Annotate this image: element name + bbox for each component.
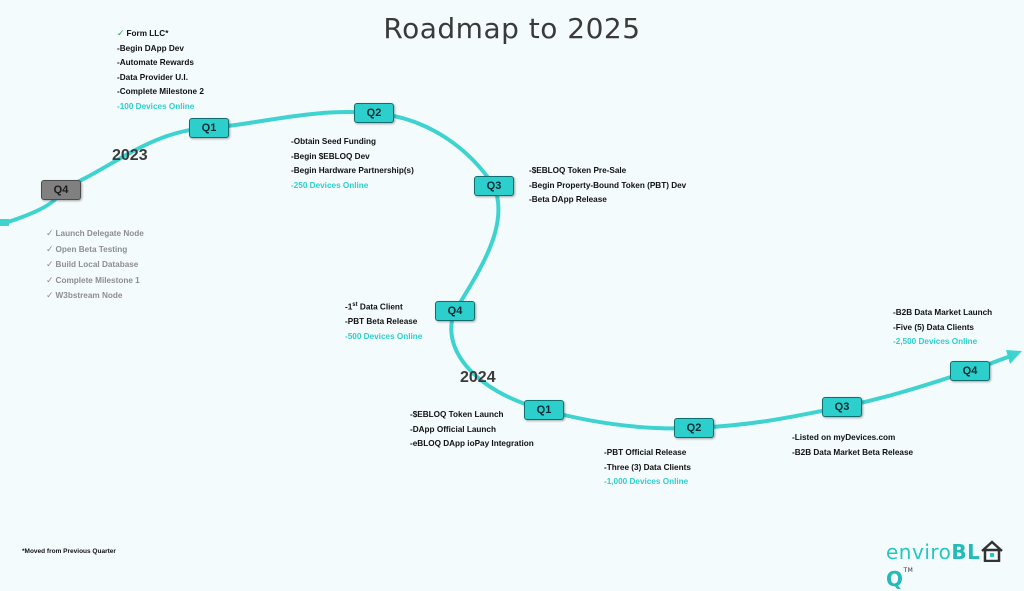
milestone-item: -eBLOQ DApp ioPay Integration [410,439,534,448]
path-start-marker [0,219,9,226]
house-icon [980,540,1004,567]
milestones-q1-2023: ✓Form LLC* -Begin DApp Dev -Automate Rew… [117,26,204,114]
milestone-item: -Begin DApp Dev [117,43,184,53]
milestone-item: -Three (3) Data Clients [604,462,691,472]
milestone-item: -DApp Official Launch [410,424,496,434]
milestone-item: -Begin Hardware Partnership(s) [291,166,414,175]
node-q2-2023: Q2 [354,103,394,123]
node-q4-2024: Q4 [950,361,990,381]
node-q3-2023: Q3 [474,176,514,196]
milestone-item: ✓Form LLC* [117,28,169,38]
node-q1-2024: Q1 [524,400,564,420]
node-q2-2024: Q2 [674,418,714,438]
milestones-q1-2024: -$EBLOQ Token Launch -DApp Official Laun… [410,408,534,452]
milestones-q3-2023: -$EBLOQ Token Pre-Sale -Begin Property-B… [529,164,686,208]
milestones-q2-2024: -PBT Official Release -Three (3) Data Cl… [604,446,691,490]
roadmap-curve [0,110,1010,431]
check-icon: ✓ [117,28,125,38]
milestones-q4-2024: -B2B Data Market Launch -Five (5) Data C… [893,306,992,350]
page-title: Roadmap to 2025 [383,12,641,45]
milestone-item: ✓Open Beta Testing [46,243,128,254]
milestone-item: -Begin Property-Bound Token (PBT) Dev [529,180,687,190]
milestone-item: -$EBLOQ Token Launch [410,410,504,419]
milestone-item: -PBT Beta Release [345,317,418,327]
milestone-item: -1st Data Client [345,302,403,312]
node-q1-2023: Q1 [189,118,229,138]
milestone-item: -$EBLOQ Token Pre-Sale [529,166,627,175]
milestone-item: -Automate Rewards [117,58,194,67]
footnote: *Moved from Previous Quarter [22,548,116,555]
devices-online: -100 Devices Online [117,101,195,111]
milestones-q4-2022: ✓Launch Delegate Node ✓Open Beta Testing… [46,226,144,304]
devices-online: -2,500 Devices Online [893,337,978,346]
milestones-q4-2023: -1st Data Client -PBT Beta Release -500 … [345,298,422,344]
milestone-item: -Data Provider U.I. [117,72,188,82]
check-icon: ✓ [46,290,54,300]
check-icon: ✓ [46,228,54,238]
milestone-item: ✓Launch Delegate Node [46,228,144,238]
milestone-item: -Begin $EBLOQ Dev [291,151,370,161]
check-icon: ✓ [46,259,54,269]
milestones-q2-2023: -Obtain Seed Funding -Begin $EBLOQ Dev -… [291,135,414,193]
enviro-bloq-logo: enviroBLQTM [886,540,1024,591]
milestone-item: ✓Build Local Database [46,259,139,269]
year-label-2024: 2024 [460,369,496,386]
milestone-item: -PBT Official Release [604,448,687,457]
devices-online: -500 Devices Online [345,331,423,341]
milestone-item: -Five (5) Data Clients [893,322,974,332]
check-icon: ✓ [46,243,54,254]
milestone-item: -Beta DApp Release [529,195,607,204]
milestone-item: ✓Complete Milestone 1 [46,274,140,285]
devices-online: -250 Devices Online [291,180,369,190]
node-q4-2022: Q4 [41,180,81,200]
check-icon: ✓ [46,274,54,285]
devices-online: -1,000 Devices Online [604,477,689,486]
node-q4-2023: Q4 [435,301,475,321]
milestone-item: -Listed on myDevices.com [792,433,896,442]
year-label-2023: 2023 [112,147,148,164]
milestone-item: -B2B Data Market Launch [893,308,993,317]
milestone-item: -Complete Milestone 2 [117,87,204,96]
roadmap-path [0,110,1022,431]
milestone-item: -Obtain Seed Funding [291,137,377,146]
milestones-q3-2024: -Listed on myDevices.com -B2B Data Marke… [792,431,913,460]
milestone-item: -B2B Data Market Beta Release [792,447,914,457]
arrow-head-icon [1006,350,1022,364]
milestone-item: ✓W3bstream Node [46,290,123,300]
node-q3-2024: Q3 [822,397,862,417]
